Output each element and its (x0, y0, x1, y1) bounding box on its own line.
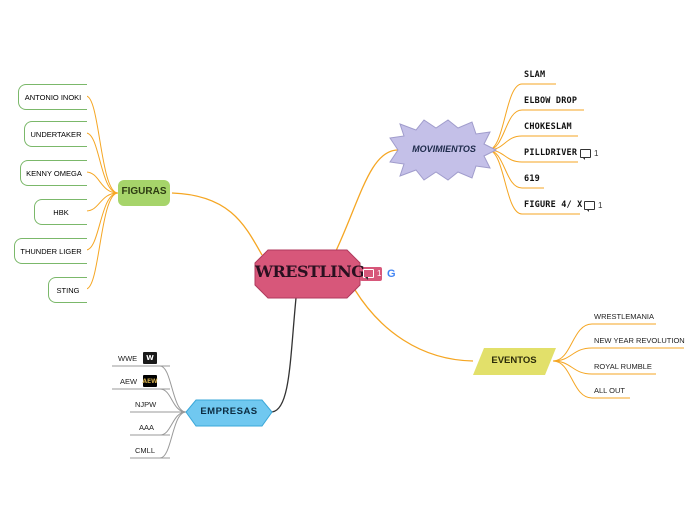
figura-item-6[interactable]: STING (48, 277, 87, 303)
evento-item-1[interactable]: WRESTLEMANIA (594, 312, 655, 321)
figura-label: UNDERTAKER (30, 129, 82, 139)
google-g-icon[interactable]: G (387, 268, 396, 280)
figuras-connectors (85, 95, 119, 290)
comment-count: 1 (594, 149, 599, 158)
figuras-node-shape[interactable] (118, 180, 170, 206)
empresa-item-4[interactable]: AAA (139, 423, 155, 432)
comment-icon (580, 149, 591, 160)
movimiento-item-3[interactable]: CHOKESLAM (524, 122, 572, 132)
movimientos-node-label[interactable]: MOVIMIENTOS (412, 144, 476, 154)
connector-movimientos (334, 149, 399, 254)
eventos-connectors (552, 323, 684, 399)
empresa-item-1[interactable]: WWE (118, 354, 138, 363)
eventos-node-label[interactable]: EVENTOS (491, 355, 537, 366)
connector-empresas (271, 297, 297, 413)
comment-icon (363, 269, 374, 280)
empresas-connectors (112, 365, 187, 459)
empresa-item-5[interactable]: CMLL (135, 446, 156, 455)
figura-item-1[interactable]: ANTONIO INOKI (18, 84, 87, 110)
connector-figuras (171, 192, 263, 256)
figura-item-4[interactable]: HBK (34, 199, 87, 225)
comment-count: 1 (377, 269, 382, 278)
connector-eventos (354, 289, 474, 362)
movimiento-item-6[interactable]: FIGURE 4/ X (524, 200, 583, 210)
figura-item-2[interactable]: UNDERTAKER (24, 121, 87, 147)
empresas-node-shape[interactable] (185, 399, 273, 427)
figura-label: THUNDER LIGER (20, 246, 82, 256)
movimientos-node-shape[interactable] (389, 119, 498, 181)
figura-item-3[interactable]: KENNY OMEGA (20, 160, 87, 186)
aew-logo-icon: AEW (142, 375, 158, 387)
figura-label: ANTONIO INOKI (24, 92, 82, 102)
figura-label: KENNY OMEGA (26, 168, 82, 178)
figure4-comment-badge[interactable]: 1 (584, 201, 603, 212)
comment-icon (584, 201, 595, 212)
figura-item-5[interactable]: THUNDER LIGER (14, 238, 87, 264)
central-comment-badge[interactable]: 1 (363, 269, 382, 280)
movimiento-item-1[interactable]: SLAM (524, 70, 546, 80)
movimiento-item-4[interactable]: PILLDRIVER (524, 148, 578, 158)
evento-item-4[interactable]: ALL OUT (594, 386, 625, 395)
movimiento-item-2[interactable]: ELBOW DROP (524, 96, 578, 106)
empresa-item-2[interactable]: AEW (120, 377, 138, 386)
evento-item-2[interactable]: NEW YEAR REVOLUTION (594, 336, 685, 345)
comment-count: 1 (598, 201, 603, 210)
wwe-logo-icon: W (143, 352, 157, 364)
figura-label: HBK (53, 207, 69, 217)
empresas-node-label[interactable]: EMPRESAS (200, 406, 258, 417)
evento-item-3[interactable]: ROYAL RUMBLE (594, 362, 652, 371)
pilldriver-comment-badge[interactable]: 1 (580, 149, 599, 160)
central-node-label[interactable]: WRESTLING (255, 262, 365, 281)
movimiento-item-5[interactable]: 619 (524, 174, 540, 184)
figuras-node-label[interactable]: FIGURAS (121, 186, 167, 197)
eventos-node-shape[interactable] (473, 348, 556, 375)
central-node-shape[interactable] (254, 249, 361, 299)
empresa-item-3[interactable]: NJPW (135, 400, 157, 409)
figura-label: STING (56, 285, 80, 295)
